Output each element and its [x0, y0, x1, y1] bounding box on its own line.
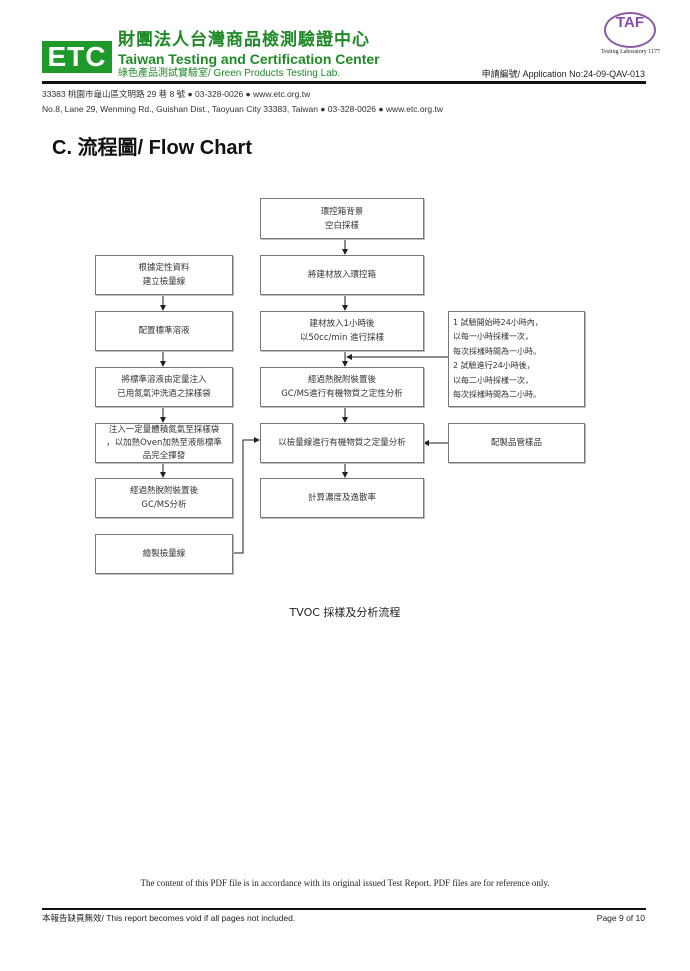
flow-step-sampling: 建材放入1小時後 以50cc/min 進行採樣 — [260, 311, 424, 351]
taf-logo: TAF — [604, 12, 656, 48]
org-name-en: Taiwan Testing and Certification Center — [118, 51, 380, 67]
flow-step-prepare-standard: 配置標準溶液 — [95, 311, 233, 351]
flow-step-place-material: 將建材放入環控箱 — [260, 255, 424, 295]
flowchart-caption: TVOC 採樣及分析流程 — [289, 606, 401, 619]
taf-subtitle: Testing Laboratory 1177 — [600, 49, 660, 55]
flow-step-gcms-analysis: 經過熱脫附裝置後 GC/MS分析 — [95, 478, 233, 518]
address-en: No.8, Lane 29, Wenming Rd., Guishan Dist… — [42, 104, 444, 114]
page-number: Page 9 of 10 — [596, 913, 645, 923]
flow-step-inject-standard: 將標準溶液由定量注入 已用氮氣沖洗過之採樣袋 — [95, 367, 233, 407]
void-notice: 本報告缺頁無效/ This report becomes void if all… — [42, 913, 296, 923]
flow-step-blank-sampling: 環控箱背景 空白採樣 — [260, 198, 424, 239]
header-divider — [42, 81, 646, 84]
lab-name: 綠色產品測試實驗室/ Green Products Testing Lab. — [118, 68, 341, 79]
org-name-cn: 財團法人台灣商品檢測驗證中心 — [118, 30, 370, 50]
flow-step-calculate-emission: 計算濃度及逸散率 — [260, 478, 424, 518]
sampling-schedule-note: 1 試驗開始時24小時內， 以每一小時採樣一次， 每次採樣時間為一小時。 2 試… — [448, 311, 585, 407]
flow-step-inject-nitrogen: 注入一定量體積氮氣至採樣袋 ，以加熱Oven加熱至液態標準 品完全揮發 — [95, 423, 233, 463]
footer-divider — [42, 908, 646, 910]
flow-step-calibration-data: 根據定性資料 建立檢量線 — [95, 255, 233, 295]
address-cn: 33383 桃園市龜山區文明路 29 巷 8 號 ● 03-328-0026 ●… — [42, 89, 311, 99]
pdf-disclaimer: The content of this PDF file is in accor… — [140, 878, 550, 888]
flow-step-qualitative-analysis: 經過熱脫附裝置後 GC/MS進行有機物質之定性分析 — [260, 367, 424, 407]
section-title: C. 流程圖/ Flow Chart — [52, 137, 252, 159]
flow-step-draw-calibration: 繪製檢量線 — [95, 534, 233, 574]
etc-logo: ETC — [42, 41, 112, 73]
application-number: 申請編號/ Application No:24-09-QAV-013 — [481, 69, 645, 79]
flow-step-qc-sample: 配製品管樣品 — [448, 423, 585, 463]
flow-step-quantitative-analysis: 以檢量線進行有機物質之定量分析 — [260, 423, 424, 463]
